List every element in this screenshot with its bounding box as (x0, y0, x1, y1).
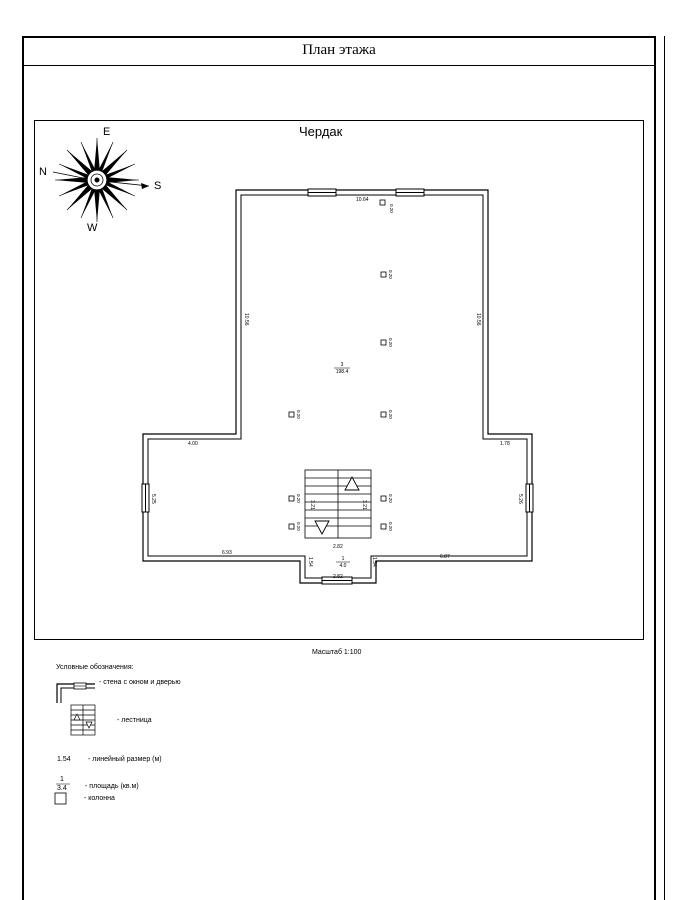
dim-stair-depth-left: 3.21 (309, 500, 315, 510)
legend-dimension-text: - линейный размер (м) (88, 756, 162, 763)
legend-dimension-sample: 1.54 (57, 756, 71, 763)
column (380, 523, 387, 530)
column-label: 0.20 (388, 410, 393, 419)
legend-stair-text: - лестница (117, 717, 152, 724)
legend-area-denominator: 3.4 (57, 785, 67, 792)
dim-stair-depth-right: 3.21 (361, 500, 367, 510)
compass-w-label: W (87, 222, 98, 234)
dim-left-wing-side: 5.25 (150, 494, 156, 504)
column (380, 411, 387, 418)
column-label: 0.20 (388, 522, 393, 531)
column-label: 0.20 (388, 494, 393, 503)
room-area: 4.0 (340, 563, 347, 569)
column (380, 495, 387, 502)
floor-title: Чердак (299, 124, 343, 139)
scale-label: Масштаб 1:100 (312, 649, 362, 656)
column-label: 0.20 (296, 522, 301, 531)
outer-walls (142, 189, 533, 584)
stair-arrow-up-icon (344, 476, 360, 491)
compass-rose-icon (52, 138, 150, 222)
room-number: 1 (342, 556, 345, 562)
dimension-labels: 10.64 10.56 10.56 4.00 1.78 5.25 5.26 6.… (150, 197, 523, 580)
room-labels: 3 198.4 1 4.0 (334, 362, 350, 569)
compass-s-label: S (154, 180, 161, 192)
dim-left-vertical: 10.56 (243, 313, 249, 326)
header-row: План этажа (22, 36, 656, 66)
dim-stair-width-inner: 2.82 (333, 544, 343, 550)
legend-stair-sample (70, 704, 96, 736)
dim-stair-side-right: 1.54 (371, 557, 377, 567)
dim-right-wing-side: 5.26 (517, 494, 523, 504)
windows (141, 188, 534, 585)
dim-bottom-right: 6.87 (440, 554, 450, 560)
dim-stair-width-outer: 2.82 (333, 574, 343, 580)
drawing-sheet (22, 36, 656, 900)
column-label: 0.20 (388, 270, 393, 279)
column-label: 0.20 (296, 494, 301, 503)
legend-area-text: - площадь (кв.м) (85, 783, 139, 790)
columns (288, 199, 387, 530)
dim-stair-side-left: 1.54 (307, 557, 313, 567)
dim-right-wing-top: 1.78 (500, 441, 510, 447)
column (288, 495, 295, 502)
column-label: 0.20 (388, 338, 393, 347)
column (380, 271, 387, 278)
plan-frame (34, 120, 644, 640)
stair-arrow-down-icon (314, 520, 330, 535)
room-number: 3 (341, 362, 344, 368)
dim-bottom-left: 6.93 (222, 550, 232, 556)
legend-column-sample (54, 792, 67, 805)
legend-column-text: - колонна (84, 795, 115, 802)
column (288, 523, 295, 530)
column (288, 411, 295, 418)
column-label: 0.20 (296, 410, 301, 419)
sheet-outer-border (664, 36, 665, 900)
compass-e-label: E (103, 126, 110, 138)
legend-area-numerator: 1 (60, 776, 64, 783)
dim-top: 10.64 (356, 197, 369, 203)
dim-right-vertical: 10.56 (475, 313, 481, 326)
legend-wall-sample (56, 682, 95, 703)
staircase (304, 469, 372, 539)
column (380, 339, 387, 346)
column-label: 0.20 (389, 204, 394, 213)
legend-wall-text: - стена с окном и дверью (99, 679, 181, 686)
dim-left-wing-top: 4.00 (188, 441, 198, 447)
compass-n-label: N (39, 166, 47, 178)
column-labels: 0.20 0.20 0.20 0.20 0.20 0.20 0.20 0.20 … (296, 204, 394, 531)
room-area: 198.4 (336, 369, 349, 375)
legend-title: Условные обозначения: (56, 664, 134, 671)
column (379, 199, 386, 206)
header-title: План этажа (302, 42, 376, 58)
